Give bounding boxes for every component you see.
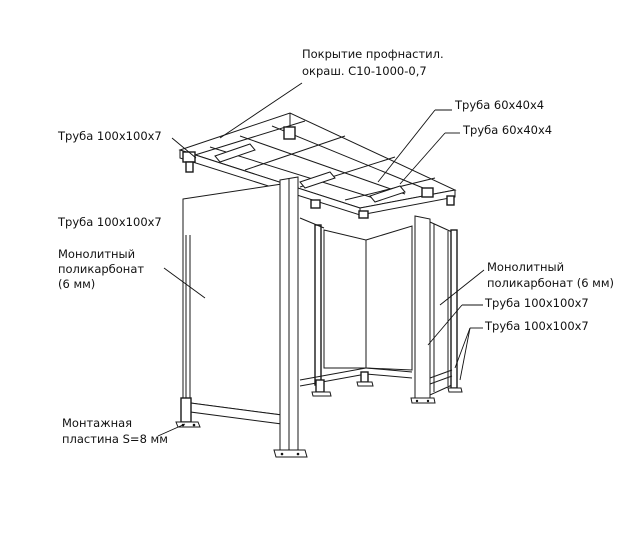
back-wall [299, 217, 413, 397]
mid-cap [310, 199, 321, 209]
roof-beam-2 [299, 171, 336, 189]
roof-beam-1 [214, 143, 256, 163]
label-plate-2: пластина S=8 мм [62, 432, 168, 446]
label-tube-100-right-a: Труба 100х100х7 [484, 296, 589, 310]
label-tube-100-left-mid: Труба 100х100х7 [57, 215, 162, 229]
label-tube-60x40-a: Труба 60х40х4 [454, 98, 544, 112]
label-polycarb-right-2: поликарбонат (6 мм) [487, 276, 614, 290]
front-mounting-plate [273, 449, 308, 458]
annotations: Покрытие профнастил. окраш. С10-1000-0,7… [57, 47, 614, 446]
label-polycarb-left-1: Монолитный [58, 247, 135, 261]
back-left-column [314, 224, 322, 386]
label-polycarb-left-3: (6 мм) [58, 277, 95, 291]
roof [178, 112, 457, 219]
label-tube-60x40-b: Труба 60х40х4 [462, 123, 552, 137]
left-cap [182, 151, 196, 163]
right-side-panel [410, 215, 463, 404]
label-roofing-1: Покрытие профнастил. [302, 47, 444, 61]
label-polycarb-right-1: Монолитный [487, 260, 564, 274]
back-cap [283, 126, 296, 140]
left-side-panel [175, 183, 283, 428]
label-roofing-2: окраш. С10-1000-0,7 [302, 64, 427, 78]
roof-beam-3 [369, 185, 406, 203]
leader-lines [157, 82, 485, 437]
back-wall-glazing-right [365, 225, 413, 371]
back-wall-glazing-left [323, 229, 367, 369]
label-tube-100-right-b: Труба 100х100х7 [484, 319, 589, 333]
right-polycarbonate-sheet [429, 221, 453, 396]
label-tube-100-left-top: Труба 100х100х7 [57, 129, 162, 143]
right-mounting-plate [410, 397, 436, 404]
right-front-column [414, 215, 431, 399]
label-plate-1: Монтажная [62, 416, 132, 430]
left-polycarbonate-sheet [182, 183, 283, 416]
front-main-column [273, 176, 308, 458]
left-front-post [180, 397, 192, 423]
label-polycarb-left-2: поликарбонат [58, 262, 144, 276]
front-cap [358, 210, 369, 219]
right-cap [421, 187, 434, 198]
